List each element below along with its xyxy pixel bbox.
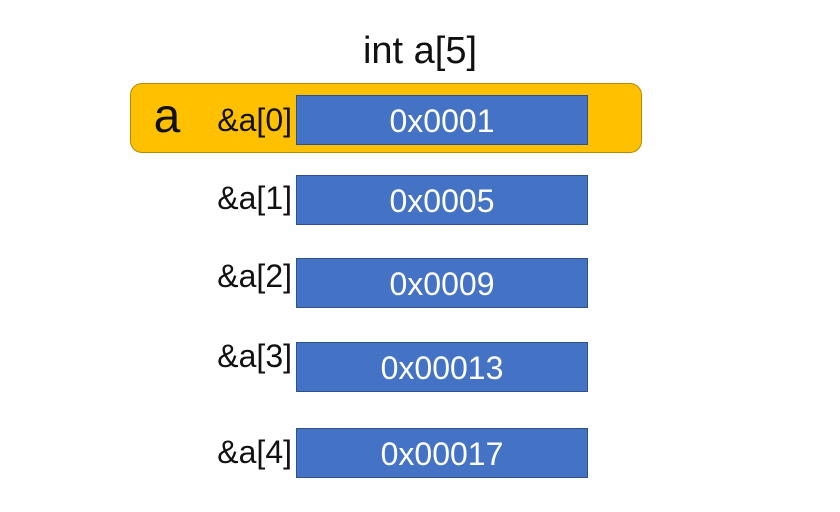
memory-cell-0: 0x0001	[296, 95, 588, 145]
array-variable-name: a	[153, 90, 181, 143]
memory-cell-3: 0x00013	[296, 342, 588, 392]
element-address-label-2: &a[2]	[217, 258, 292, 294]
memory-cell-4: 0x00017	[296, 428, 588, 478]
element-address-label-0: &a[0]	[217, 102, 292, 138]
array-declaration-title: int a[5]	[362, 30, 478, 72]
memory-cell-1: 0x0005	[296, 175, 588, 225]
element-address-label-1: &a[1]	[217, 180, 292, 216]
element-address-label-4: &a[4]	[217, 434, 292, 470]
memory-cell-2: 0x0009	[296, 258, 588, 308]
element-address-label-3: &a[3]	[217, 338, 292, 374]
